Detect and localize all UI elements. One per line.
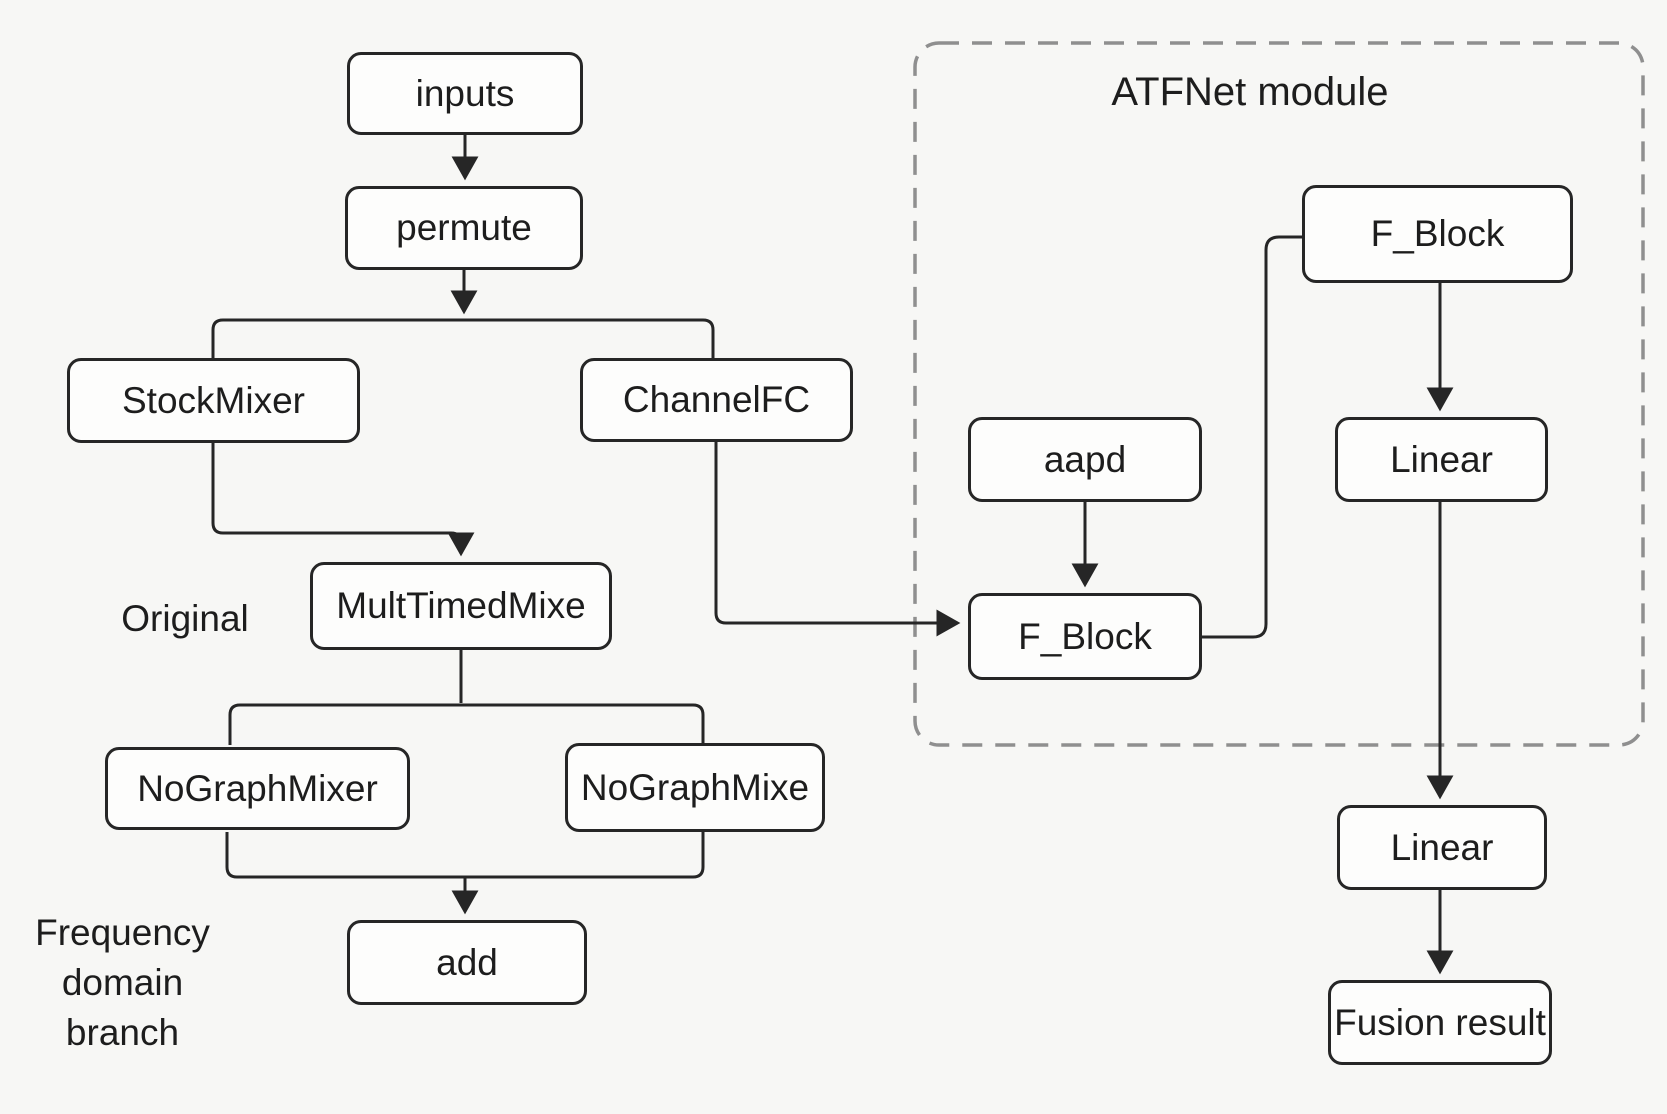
- node-aapd: aapd: [968, 417, 1202, 502]
- label-frequency-line2: domain: [61, 962, 184, 1003]
- node-linear-module: Linear: [1335, 417, 1548, 502]
- node-add-label: add: [436, 941, 498, 983]
- node-multtimedmixe: MultTimedMixe: [310, 562, 612, 650]
- arrow-stockmixer-to-multtimedmixe: [211, 443, 475, 557]
- connector-split-bracket-top: [211, 318, 715, 358]
- node-stockmixer-label: StockMixer: [122, 379, 305, 421]
- node-nographmixe: NoGraphMixe: [565, 743, 825, 832]
- node-channelfc-label: ChannelFC: [622, 379, 811, 420]
- node-fblock-main-label: F_Block: [1018, 615, 1152, 657]
- node-multtimedmixe-label: MultTimedMixe: [336, 585, 586, 626]
- node-linear-out-label: Linear: [1390, 826, 1494, 868]
- node-inputs-label: inputs: [415, 72, 515, 114]
- node-fusion-result: Fusion result: [1328, 980, 1552, 1065]
- label-frequency-domain-branch: Frequency domain branch: [10, 908, 235, 1058]
- node-stockmixer: StockMixer: [67, 358, 360, 443]
- node-fblock-main: F_Block: [968, 593, 1202, 680]
- node-fblock-top: F_Block: [1302, 185, 1573, 283]
- atfnet-module-title: ATFNet module: [1111, 70, 1389, 114]
- arrow-channelfc-to-fblock: [714, 442, 961, 637]
- connector-split-bracket-bottom: [228, 703, 705, 745]
- node-permute-label: permute: [396, 207, 532, 248]
- connector-merge-bracket: [225, 832, 705, 879]
- node-aapd-label: aapd: [1043, 438, 1127, 480]
- node-fusion-result-label: Fusion result: [1334, 1001, 1546, 1043]
- node-nographmixer-label: NoGraphMixer: [137, 767, 378, 809]
- node-add: add: [347, 920, 587, 1005]
- label-frequency-line3: branch: [65, 1012, 180, 1053]
- node-permute: permute: [345, 186, 583, 270]
- label-frequency-line1: Frequency: [35, 912, 210, 953]
- node-fblock-top-label: F_Block: [1370, 213, 1505, 254]
- atfnet-module-dashed-box: [913, 41, 1645, 747]
- node-linear-module-label: Linear: [1390, 438, 1493, 480]
- node-inputs: inputs: [347, 52, 583, 135]
- node-channelfc: ChannelFC: [580, 358, 853, 442]
- label-original: Original: [121, 598, 249, 639]
- connector-fblock-to-fblock-top: [1202, 235, 1302, 639]
- node-nographmixe-label: NoGraphMixe: [580, 766, 810, 808]
- node-nographmixer: NoGraphMixer: [105, 747, 410, 830]
- node-linear-out: Linear: [1337, 805, 1547, 890]
